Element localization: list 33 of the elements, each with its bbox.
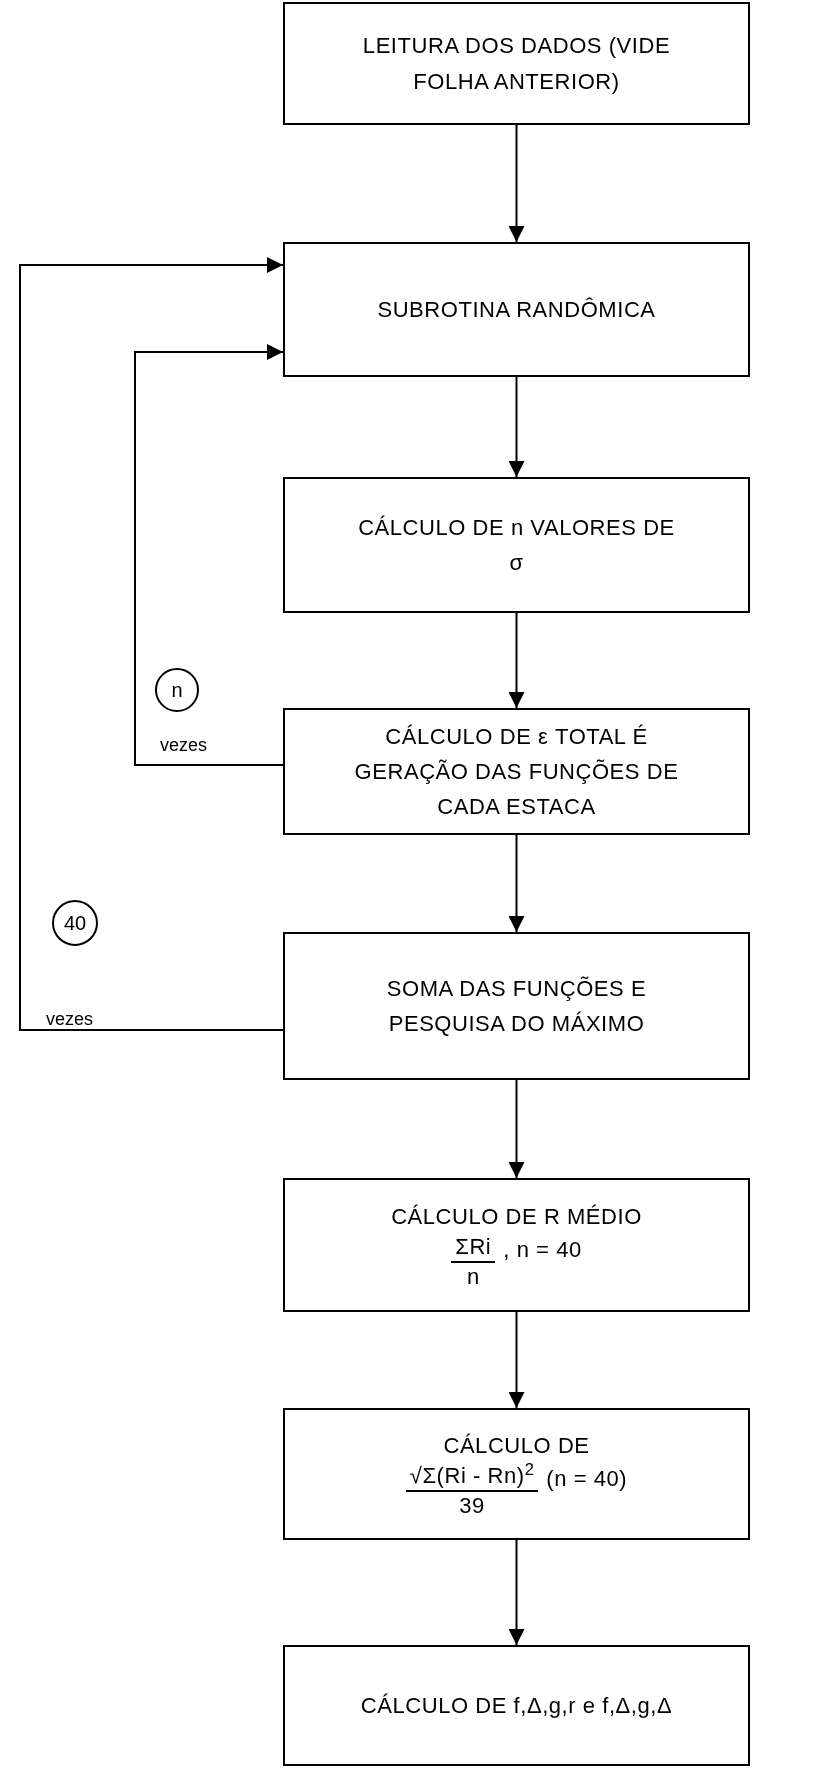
process-box <box>283 1645 750 1766</box>
box-text: SOMA DAS FUNÇÕES E PESQUISA DO MÁXIMO <box>385 974 648 1038</box>
process-box <box>283 2 750 125</box>
process-box <box>283 1178 750 1312</box>
loop-note: vezes <box>46 1010 94 1028</box>
arrow <box>508 1539 525 1646</box>
box-text: (n = 40) <box>546 1465 628 1493</box>
arrow <box>508 612 525 709</box>
denominator-text: 39 <box>459 1491 485 1519</box>
arrow <box>19 257 284 1031</box>
denominator-text: n <box>466 1262 480 1290</box>
arrow <box>508 1079 525 1179</box>
box-text: LEITURA DOS DADOS (VIDE FOLHA ANTERIOR) <box>361 32 672 96</box>
arrow <box>134 344 284 766</box>
box-text: CÁLCULO DE f,Δ,g,r e f,Δ,g,Δ <box>360 1691 673 1720</box>
numerator-text: √Σ(Ri - Rn)$^{2}$ <box>405 1462 539 1492</box>
arrow <box>508 834 525 933</box>
box-text: CÁLCULO DE ε TOTAL É GERAÇÃO DAS FUNÇÕES DE CADA ESTACA <box>353 722 680 822</box>
arrow <box>508 124 525 243</box>
box-text: , n = 40 <box>503 1236 582 1264</box>
process-box <box>283 242 750 377</box>
process-box <box>283 932 750 1080</box>
box-text: CÁLCULO DE <box>443 1432 590 1460</box>
process-box <box>283 477 750 613</box>
process-box <box>283 708 750 835</box>
arrow <box>508 376 525 478</box>
box-text: SUBROTINA RANDÔMICA <box>377 295 656 324</box>
loop-note: vezes <box>160 736 208 754</box>
arrow <box>508 1311 525 1409</box>
numerator-text: ΣRi <box>451 1233 496 1263</box>
box-text: CÁLCULO DE n VALORES DE σ <box>357 513 676 577</box>
box-text: CÁLCULO DE R MÉDIO <box>391 1203 642 1231</box>
process-box <box>283 1408 750 1540</box>
